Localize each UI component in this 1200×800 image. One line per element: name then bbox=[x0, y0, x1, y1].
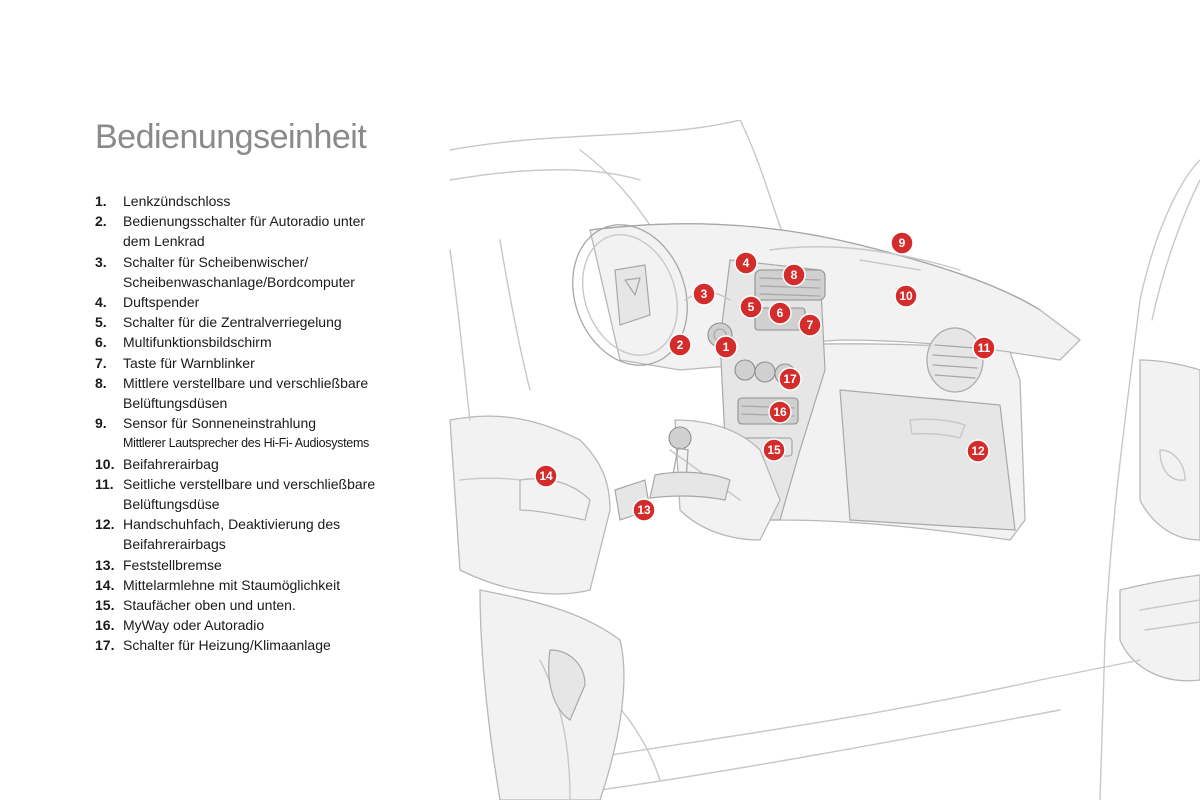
legend-item: 17. Schalter für Heizung/Klimaanlage bbox=[95, 635, 435, 655]
legend-item: 10. Beifahrerairbag bbox=[95, 454, 435, 474]
marker-1: 1 bbox=[714, 335, 738, 359]
legend-item-number: 17. bbox=[95, 637, 115, 654]
legend-item: 14. Mittelarmlehne mit Staumöglichkeit bbox=[95, 575, 435, 595]
legend-item-text: Schalter für die Zentralverriegelung bbox=[123, 314, 342, 331]
legend-item-number: 14. bbox=[95, 576, 115, 593]
legend-item-number: 7. bbox=[95, 354, 107, 371]
legend-item: 3. Schalter für Scheibenwischer/Scheibenw… bbox=[95, 252, 435, 292]
legend-item-number: 3. bbox=[95, 253, 107, 270]
svg-text:14: 14 bbox=[539, 469, 553, 483]
legend-item: 13. Feststellbremse bbox=[95, 555, 435, 575]
legend-item-text: Beifahrerairbag bbox=[123, 455, 219, 472]
legend-item-number: 10. bbox=[95, 455, 115, 472]
svg-text:16: 16 bbox=[773, 405, 787, 419]
legend-item-text: Taste für Warnblinker bbox=[123, 354, 255, 371]
legend-item-text: Sensor für Sonneneinstrahlung bbox=[123, 415, 317, 432]
legend-item-text: Handschuhfach, Deaktivierung des bbox=[123, 516, 341, 533]
marker-10: 10 bbox=[894, 284, 918, 308]
legend-item-number: 11. bbox=[95, 475, 114, 492]
legend-item-text: Scheibenwaschanlage/Bordcomputer bbox=[123, 273, 355, 290]
legend-item: 16. MyWay oder Autoradio bbox=[95, 615, 435, 635]
svg-text:15: 15 bbox=[767, 443, 781, 457]
legend-item-number: 2. bbox=[95, 213, 107, 230]
svg-text:5: 5 bbox=[748, 300, 755, 314]
marker-2: 2 bbox=[668, 333, 692, 357]
legend-item-number: 13. bbox=[95, 556, 115, 573]
marker-8: 8 bbox=[782, 263, 806, 287]
legend-item-text: Mittelarmlehne mit Staumöglichkeit bbox=[123, 576, 341, 593]
legend-item: 6. Multifunktionsbildschirm bbox=[95, 332, 435, 352]
svg-text:7: 7 bbox=[807, 318, 814, 332]
marker-16: 16 bbox=[768, 400, 792, 424]
legend-item-number: 9. bbox=[95, 415, 107, 432]
legend-item-number: 15. bbox=[95, 597, 115, 614]
legend-item-text: Schalter für Scheibenwischer/ bbox=[123, 253, 309, 270]
legend-item-number: 8. bbox=[95, 374, 107, 391]
legend-item: 7. Taste für Warnblinker bbox=[95, 353, 435, 373]
svg-text:4: 4 bbox=[743, 256, 750, 270]
svg-text:10: 10 bbox=[899, 289, 913, 303]
legend-item: 8. Mittlere verstellbare und verschließba… bbox=[95, 373, 435, 413]
marker-11: 11 bbox=[972, 336, 996, 360]
legend-item-text: MyWay oder Autoradio bbox=[123, 617, 265, 634]
legend-item-text: dem Lenkrad bbox=[123, 233, 205, 250]
legend-item: 11. Seitliche verstellbare und verschließ… bbox=[95, 474, 435, 514]
marker-12: 12 bbox=[966, 439, 990, 463]
legend-item: 15. Staufächer oben und unten. bbox=[95, 595, 435, 615]
legend-item-text: Multifunktionsbildschirm bbox=[123, 334, 272, 351]
legend-item-text: Belüftungsdüsen bbox=[123, 395, 228, 412]
legend-item-text: Mittlere verstellbare und verschließbare bbox=[123, 374, 369, 391]
svg-text:2: 2 bbox=[677, 338, 684, 352]
marker-6: 6 bbox=[768, 301, 792, 325]
svg-text:12: 12 bbox=[971, 444, 985, 458]
marker-17: 17 bbox=[778, 367, 802, 391]
legend-item-text: Seitliche verstellbare und verschließbar… bbox=[123, 475, 376, 492]
legend-item-text: Schalter für Heizung/Klimaanlage bbox=[123, 637, 331, 654]
svg-text:11: 11 bbox=[978, 341, 991, 355]
legend-item-text: Duftspender bbox=[123, 294, 200, 311]
legend-item: 5. Schalter für die Zentralverriegelung bbox=[95, 312, 435, 332]
legend-item-number: 6. bbox=[95, 334, 107, 351]
legend-item-text: Bedienungsschalter für Autoradio unter bbox=[123, 213, 366, 230]
legend-item-text: Lenkzündschloss bbox=[123, 193, 231, 209]
svg-text:1: 1 bbox=[723, 340, 730, 354]
svg-text:17: 17 bbox=[783, 372, 797, 386]
page-title: Bedienungseinheit bbox=[95, 118, 367, 156]
legend-item-text: Staufächer oben und unten. bbox=[123, 597, 296, 614]
legend-item-text: Feststellbremse bbox=[123, 556, 222, 573]
legend-item: 2. Bedienungsschalter für Autoradio unter… bbox=[95, 211, 435, 251]
marker-4: 4 bbox=[734, 251, 758, 275]
svg-text:8: 8 bbox=[791, 268, 798, 282]
svg-text:13: 13 bbox=[637, 503, 651, 517]
legend-item-number: 1. bbox=[95, 193, 107, 209]
legend-item-number: 16. bbox=[95, 617, 115, 634]
legend-item-subtext: Mittlerer Lautsprecher des Hi-Fi- Audios… bbox=[123, 436, 370, 451]
legend-item: 4. Duftspender bbox=[95, 292, 435, 312]
marker-7: 7 bbox=[798, 313, 822, 337]
marker-5: 5 bbox=[739, 295, 763, 319]
legend-item-text: Belüftungsdüse bbox=[123, 496, 220, 513]
dashboard-illustration: 1 2 3 4 5 6 7 8 9 10 11 12 13 14 15 16 1… bbox=[440, 120, 1200, 800]
marker-15: 15 bbox=[762, 438, 786, 462]
marker-13: 13 bbox=[632, 498, 656, 522]
marker-14: 14 bbox=[534, 464, 558, 488]
legend-list: 1. Lenkzündschloss 2. Bedienungsschalter fü… bbox=[95, 191, 435, 656]
marker-9: 9 bbox=[890, 231, 914, 255]
svg-text:9: 9 bbox=[899, 236, 906, 250]
svg-text:6: 6 bbox=[777, 306, 784, 320]
legend-item-text: Beifahrerairbags bbox=[123, 536, 226, 553]
marker-3: 3 bbox=[692, 282, 716, 306]
legend-item: 1. Lenkzündschloss bbox=[95, 191, 435, 211]
svg-text:3: 3 bbox=[701, 287, 708, 301]
legend-item-number: 12. bbox=[95, 516, 115, 533]
legend-item-number: 4. bbox=[95, 294, 107, 311]
legend-item-number: 5. bbox=[95, 314, 107, 331]
